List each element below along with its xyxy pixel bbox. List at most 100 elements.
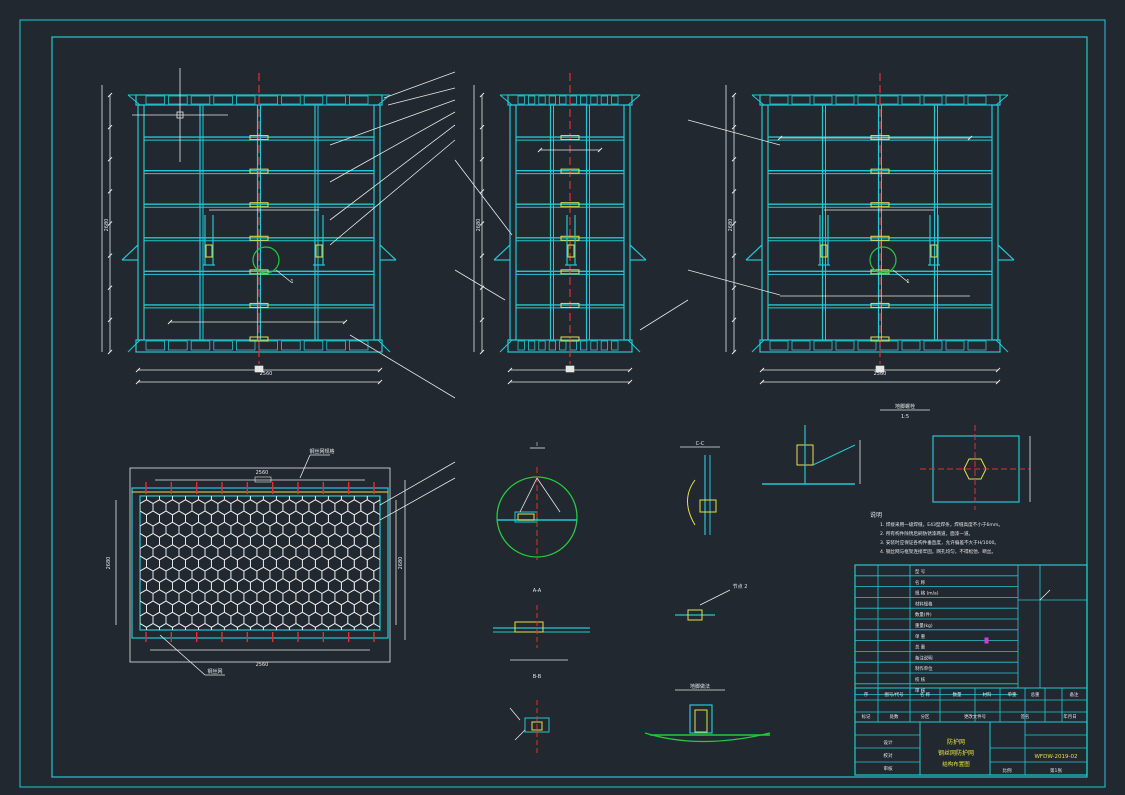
notes-title: 说明	[870, 511, 882, 519]
hanger-plate	[567, 244, 575, 258]
top-block	[835, 95, 855, 105]
connector-plate	[249, 235, 269, 241]
connector-plate	[560, 269, 580, 275]
hex-mesh	[140, 496, 380, 630]
note-leader	[454, 159, 513, 236]
param-row-label: 材料规格	[915, 600, 933, 607]
bolt-title: 地脚螺栓	[895, 403, 915, 410]
title-footer-label: 处数	[890, 713, 899, 720]
hanger-plate	[930, 244, 938, 258]
connector-plate	[870, 202, 890, 208]
ground-label: 地脚做法	[690, 683, 710, 690]
dim-value-box	[254, 365, 264, 373]
hex-cell	[353, 622, 368, 630]
hex-cell	[223, 622, 238, 630]
detail-I-connector	[517, 513, 535, 521]
dim-tick	[107, 253, 113, 258]
dim-value-box	[565, 365, 575, 373]
title-footer-label: 分区	[921, 713, 930, 720]
side-bracket	[997, 244, 1015, 261]
connector-plate	[870, 235, 890, 241]
hex-cell	[301, 622, 316, 630]
side-bracket	[379, 244, 397, 261]
hex-cell	[314, 622, 329, 630]
base-block	[528, 340, 536, 351]
hex-cell	[366, 622, 380, 630]
dim-tick	[731, 221, 737, 226]
dim-text-total: 2560	[260, 371, 273, 377]
dim-tick	[995, 379, 1001, 385]
dim-tick	[479, 124, 485, 130]
connector-plate	[249, 202, 269, 208]
top-block	[281, 95, 301, 105]
dim-tick	[479, 253, 485, 258]
cursor-pickbox	[176, 111, 184, 119]
connector-plate	[870, 336, 890, 342]
base-block	[213, 340, 233, 351]
title-row-label: 图号/代号	[884, 691, 904, 698]
note-leader	[349, 334, 456, 399]
detail-I-label: I	[536, 442, 537, 448]
side-bracket	[121, 244, 139, 261]
top-block	[857, 95, 877, 105]
note-leader	[329, 111, 456, 183]
plan-dim-bottom-text: 2560	[256, 662, 269, 668]
dim-text-height: 2680	[104, 219, 110, 232]
outer-border	[19, 19, 1106, 788]
drawing-number: WFDW-2019-02	[1034, 754, 1077, 760]
top-block	[945, 95, 965, 105]
hanger-plate	[205, 244, 213, 258]
base-chamfer	[127, 339, 141, 353]
top-block	[517, 95, 525, 105]
title-row-label: 单重	[1008, 691, 1017, 698]
drawing-frame	[51, 36, 1088, 778]
note-line: 3. 安装时应保证各构件垂直度，允许偏差不大于H/1000。	[880, 539, 999, 546]
node-label: 节点 2	[733, 584, 748, 590]
hex-cell	[327, 622, 342, 630]
connector-plate	[560, 135, 580, 141]
detail-I-leader	[519, 477, 538, 513]
hex-cell	[198, 622, 212, 630]
hex-cell	[172, 622, 186, 630]
section-b-core	[531, 721, 543, 731]
bolt-plan-nut	[963, 458, 987, 480]
detail-callout-circle	[869, 246, 897, 274]
weld-detail-leader	[699, 589, 731, 606]
top-block	[967, 95, 987, 105]
dim-tick	[731, 156, 737, 162]
base-block	[600, 340, 609, 351]
base-block	[145, 340, 166, 351]
base-block	[857, 340, 877, 351]
plan-dim-left-text: 2680	[106, 557, 112, 570]
title-footer-label: 签名	[1021, 713, 1030, 720]
section-b-leader	[514, 729, 526, 741]
drawing-name: 钢丝网防护网	[938, 749, 974, 757]
base-block	[235, 340, 256, 351]
base-block	[769, 340, 789, 351]
note-leader	[687, 119, 781, 146]
dim-tick	[627, 379, 633, 385]
dim-tick	[377, 379, 383, 385]
top-block	[580, 95, 588, 105]
dim-tick	[507, 367, 513, 373]
dim-tick	[731, 253, 737, 258]
dim-tick	[479, 285, 485, 291]
dim-tick	[537, 147, 543, 153]
dim-tick	[731, 285, 737, 291]
base-block	[303, 340, 324, 351]
note-leader	[329, 139, 456, 246]
top-block	[791, 95, 811, 105]
top-block	[548, 95, 557, 105]
top-block	[190, 95, 211, 105]
top-cap-chamfer	[127, 94, 141, 106]
top-cap-chamfer	[995, 94, 1009, 106]
note-leader	[687, 269, 781, 296]
note-leader	[383, 71, 456, 99]
left-post	[761, 104, 769, 341]
title-row-label: 备注	[1070, 691, 1079, 698]
plan-frame-outer	[131, 487, 389, 639]
note-line: 1. 焊接采用一级焊缝，E43型焊条，焊缝高度不小于6mm。	[880, 521, 1003, 528]
